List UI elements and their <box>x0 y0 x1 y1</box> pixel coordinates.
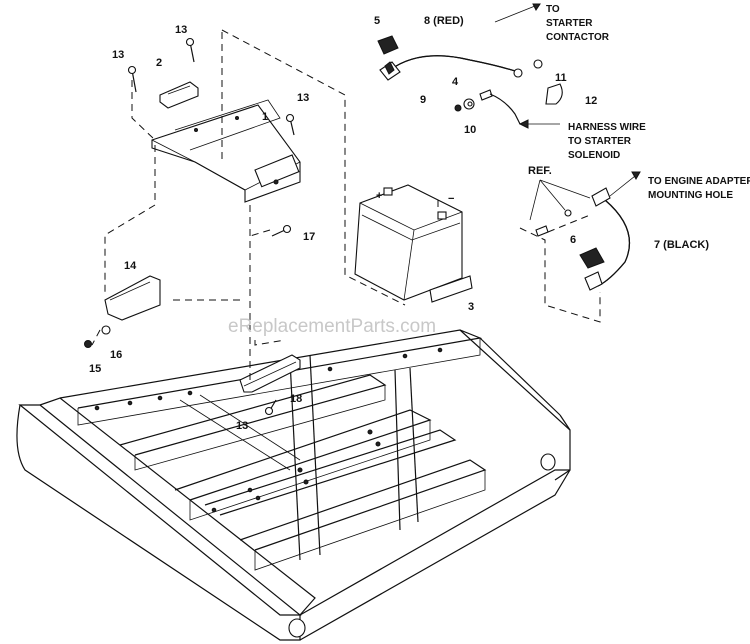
note-harness-3: SOLENOID <box>568 150 620 161</box>
leader-lines <box>494 3 641 221</box>
base-frame <box>16 329 571 641</box>
callout-labels: 1 2 3 4 5 6 7 (BLACK) 8 (RED) 9 10 11 12… <box>89 15 709 432</box>
positive-cable <box>377 35 523 81</box>
callout-3: 3 <box>468 301 474 313</box>
note-starter-contactor-1: TO <box>546 4 560 15</box>
callout-10: 10 <box>464 124 476 136</box>
callout-15: 15 <box>89 363 101 375</box>
battery-neg-terminal: − <box>448 193 454 205</box>
callout-16: 16 <box>110 349 122 361</box>
note-starter-contactor-3: CONTACTOR <box>546 32 610 43</box>
callout-ref: REF. <box>528 165 552 177</box>
assembly-lines <box>91 29 601 385</box>
battery-pos-terminal: + <box>376 190 382 202</box>
battery-tray <box>151 99 301 203</box>
negative-cable <box>535 187 631 291</box>
callout-7: 7 (BLACK) <box>654 239 709 251</box>
callout-8: 8 (RED) <box>424 15 464 27</box>
notes: TO STARTER CONTACTOR HARNESS WIRE TO STA… <box>546 4 750 201</box>
callout-13-a: 13 <box>112 49 124 61</box>
hardware <box>384 59 563 125</box>
note-harness-1: HARNESS WIRE <box>568 122 646 133</box>
callout-5: 5 <box>374 15 380 27</box>
bolts <box>84 37 295 416</box>
callout-18: 18 <box>290 393 302 405</box>
mount-bracket-18 <box>239 354 301 393</box>
callout-2: 2 <box>156 57 162 69</box>
callout-14: 14 <box>124 260 137 272</box>
watermark: eReplacementParts.com <box>228 316 436 337</box>
note-starter-contactor-2: STARTER <box>546 18 593 29</box>
callout-1: 1 <box>262 111 268 123</box>
callout-17: 17 <box>303 231 315 243</box>
battery <box>354 184 473 303</box>
callout-9: 9 <box>420 94 426 106</box>
note-engine-adapter-1: TO ENGINE ADAPTER <box>648 176 750 187</box>
callout-6: 6 <box>570 234 576 246</box>
note-engine-adapter-2: MOUNTING HOLE <box>648 190 733 201</box>
callout-11: 11 <box>555 72 567 84</box>
note-harness-2: TO STARTER <box>568 136 632 147</box>
callout-13-d: 13 <box>236 420 248 432</box>
callout-12: 12 <box>585 95 597 107</box>
callout-4: 4 <box>452 76 459 88</box>
callout-13-c: 13 <box>297 92 309 104</box>
mount-bracket-14 <box>104 275 161 321</box>
hold-down-bracket <box>159 81 199 109</box>
callout-13-b: 13 <box>175 24 187 36</box>
